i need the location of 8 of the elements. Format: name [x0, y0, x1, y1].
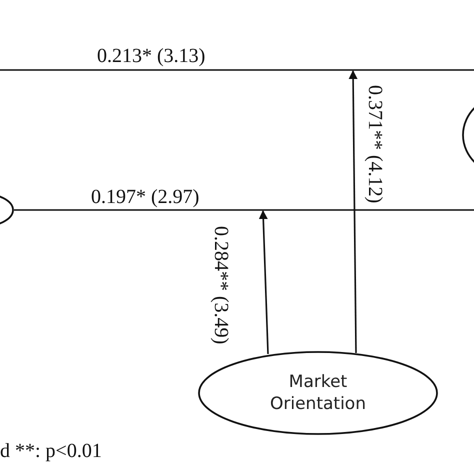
- significance-note: d **: p<0.01: [0, 440, 102, 463]
- edge-label: 0.197* (2.97): [89, 186, 202, 208]
- edge-label: 0.213* (3.13): [95, 45, 208, 67]
- arrow: [258, 210, 269, 354]
- arrow: [348, 70, 358, 353]
- path-line: [14, 209, 474, 211]
- construct-ellipse: [198, 351, 438, 435]
- node-label: Market Orientation: [269, 370, 367, 416]
